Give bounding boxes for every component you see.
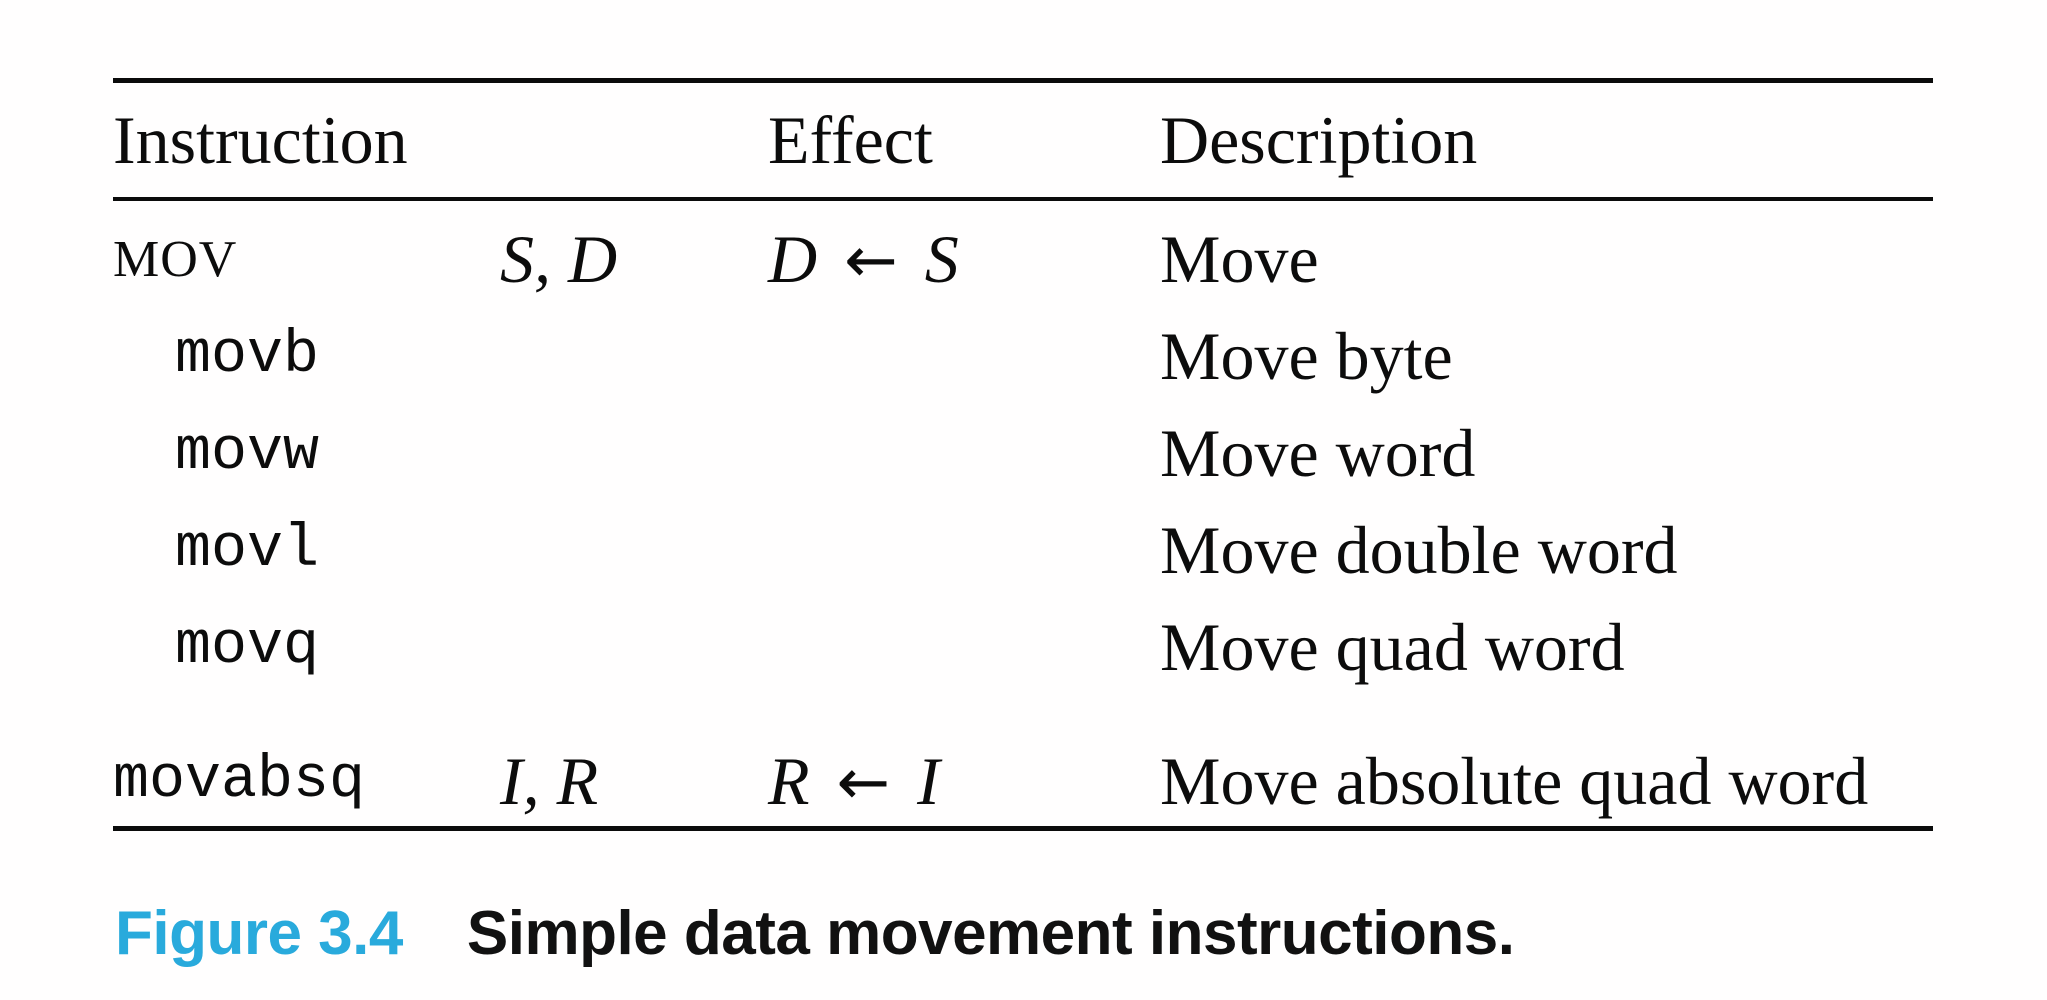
mnemonic-cell: movq [113, 599, 500, 696]
column-header-effect-cell: Effect [768, 83, 1160, 197]
mnemonic-movb: movb [175, 322, 320, 390]
left-arrow-glyph: ← [836, 746, 891, 820]
column-header-effect: Effect [768, 102, 933, 178]
mnemonic-cell: movl [113, 502, 500, 599]
effect-cell [768, 502, 1160, 599]
figure-caption-label: Figure 3.4 [115, 899, 403, 968]
table-row-mov: MOV S, D D ← S Move [113, 211, 1933, 308]
table-row-movq: movq Move quad word [113, 599, 1933, 696]
mnemonic-movq: movq [175, 613, 320, 681]
operands-text: S, D [500, 221, 618, 297]
description-text: Move quad word [1160, 609, 1625, 685]
mnemonic-cell: MOV [113, 211, 500, 308]
description-text: Move absolute quad word [1160, 743, 1869, 819]
table-body: MOV S, D D ← S Move movb Move byte movw Mo… [113, 201, 1933, 826]
table-row-movl: movl Move double word [113, 502, 1933, 599]
effect-cell: R ← I [768, 736, 1160, 826]
effect-cell [768, 599, 1160, 696]
figure-caption-text: Simple data movement instructions. [466, 899, 1515, 968]
effect-src: I [917, 743, 940, 819]
mnemonic-movabsq: movabsq [113, 747, 366, 815]
instruction-table: Instruction Effect Description MOV S, D … [113, 78, 1933, 831]
operands-cell [500, 502, 768, 599]
description-cell: Move byte [1160, 308, 1933, 405]
table-rule-bottom [113, 826, 1933, 831]
operands-cell [500, 308, 768, 405]
table-row-movb: movb Move byte [113, 308, 1933, 405]
operands-cell [500, 599, 768, 696]
column-header-operands-spacer [500, 83, 768, 197]
effect-cell [768, 308, 1160, 405]
table-header-row: Instruction Effect Description [113, 83, 1933, 197]
mnemonic-cell: movw [113, 405, 500, 502]
table-row-movabsq: movabsq I, R R ← I Move absolute quad word [113, 736, 1933, 826]
table-rule-header-separator [113, 197, 1933, 201]
mnemonic-movw: movw [175, 419, 320, 487]
description-text: Move word [1160, 415, 1476, 491]
operands-text: I, R [500, 743, 599, 819]
operands-cell: S, D [500, 211, 768, 308]
description-cell: Move absolute quad word [1160, 736, 1933, 826]
left-arrow-glyph: ← [844, 224, 898, 298]
operands-cell [500, 405, 768, 502]
description-text: Move double word [1160, 512, 1678, 588]
mnemonic-mov: MOV [113, 231, 238, 288]
mnemonic-movl: movl [175, 516, 320, 584]
column-header-description: Description [1160, 102, 1478, 178]
description-cell: Move [1160, 211, 1933, 308]
effect-dest: R [768, 743, 810, 819]
description-text: Move byte [1160, 318, 1453, 394]
effect-dest: D [768, 221, 818, 297]
table-row-movw: movw Move word [113, 405, 1933, 502]
mnemonic-cell: movabsq [113, 736, 500, 826]
effect-cell [768, 405, 1160, 502]
table-rule-top [113, 78, 1933, 83]
column-header-instruction-cell: Instruction [113, 83, 500, 197]
effect-cell: D ← S [768, 211, 1160, 308]
column-header-instruction: Instruction [113, 102, 408, 178]
operands-cell: I, R [500, 736, 768, 826]
mnemonic-cell: movb [113, 308, 500, 405]
description-cell: Move double word [1160, 502, 1933, 599]
description-cell: Move word [1160, 405, 1933, 502]
description-cell: Move quad word [1160, 599, 1933, 696]
effect-src: S [924, 221, 959, 297]
column-header-description-cell: Description [1160, 83, 1933, 197]
description-text: Move [1160, 221, 1319, 297]
